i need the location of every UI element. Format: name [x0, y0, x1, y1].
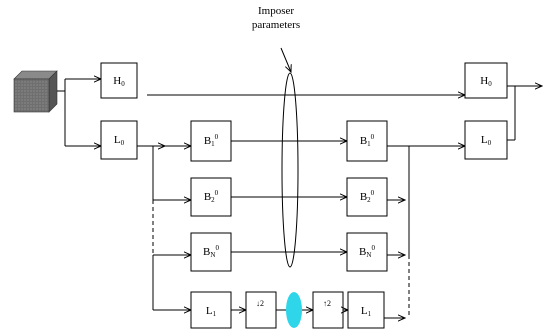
downsample-label: ↓2: [256, 299, 264, 308]
imposer-arrow: [281, 48, 291, 72]
imposer-ellipse: [282, 73, 298, 267]
imposer-label-line2: parameters: [252, 19, 300, 31]
imposer-label-line1: Imposer: [258, 5, 294, 17]
downsample-box: [246, 292, 276, 328]
input-image-cube-icon: [14, 71, 57, 112]
processing-ellipse: [286, 292, 302, 328]
upsample-box: [313, 292, 343, 328]
upsample-label: ↑2: [323, 299, 331, 308]
